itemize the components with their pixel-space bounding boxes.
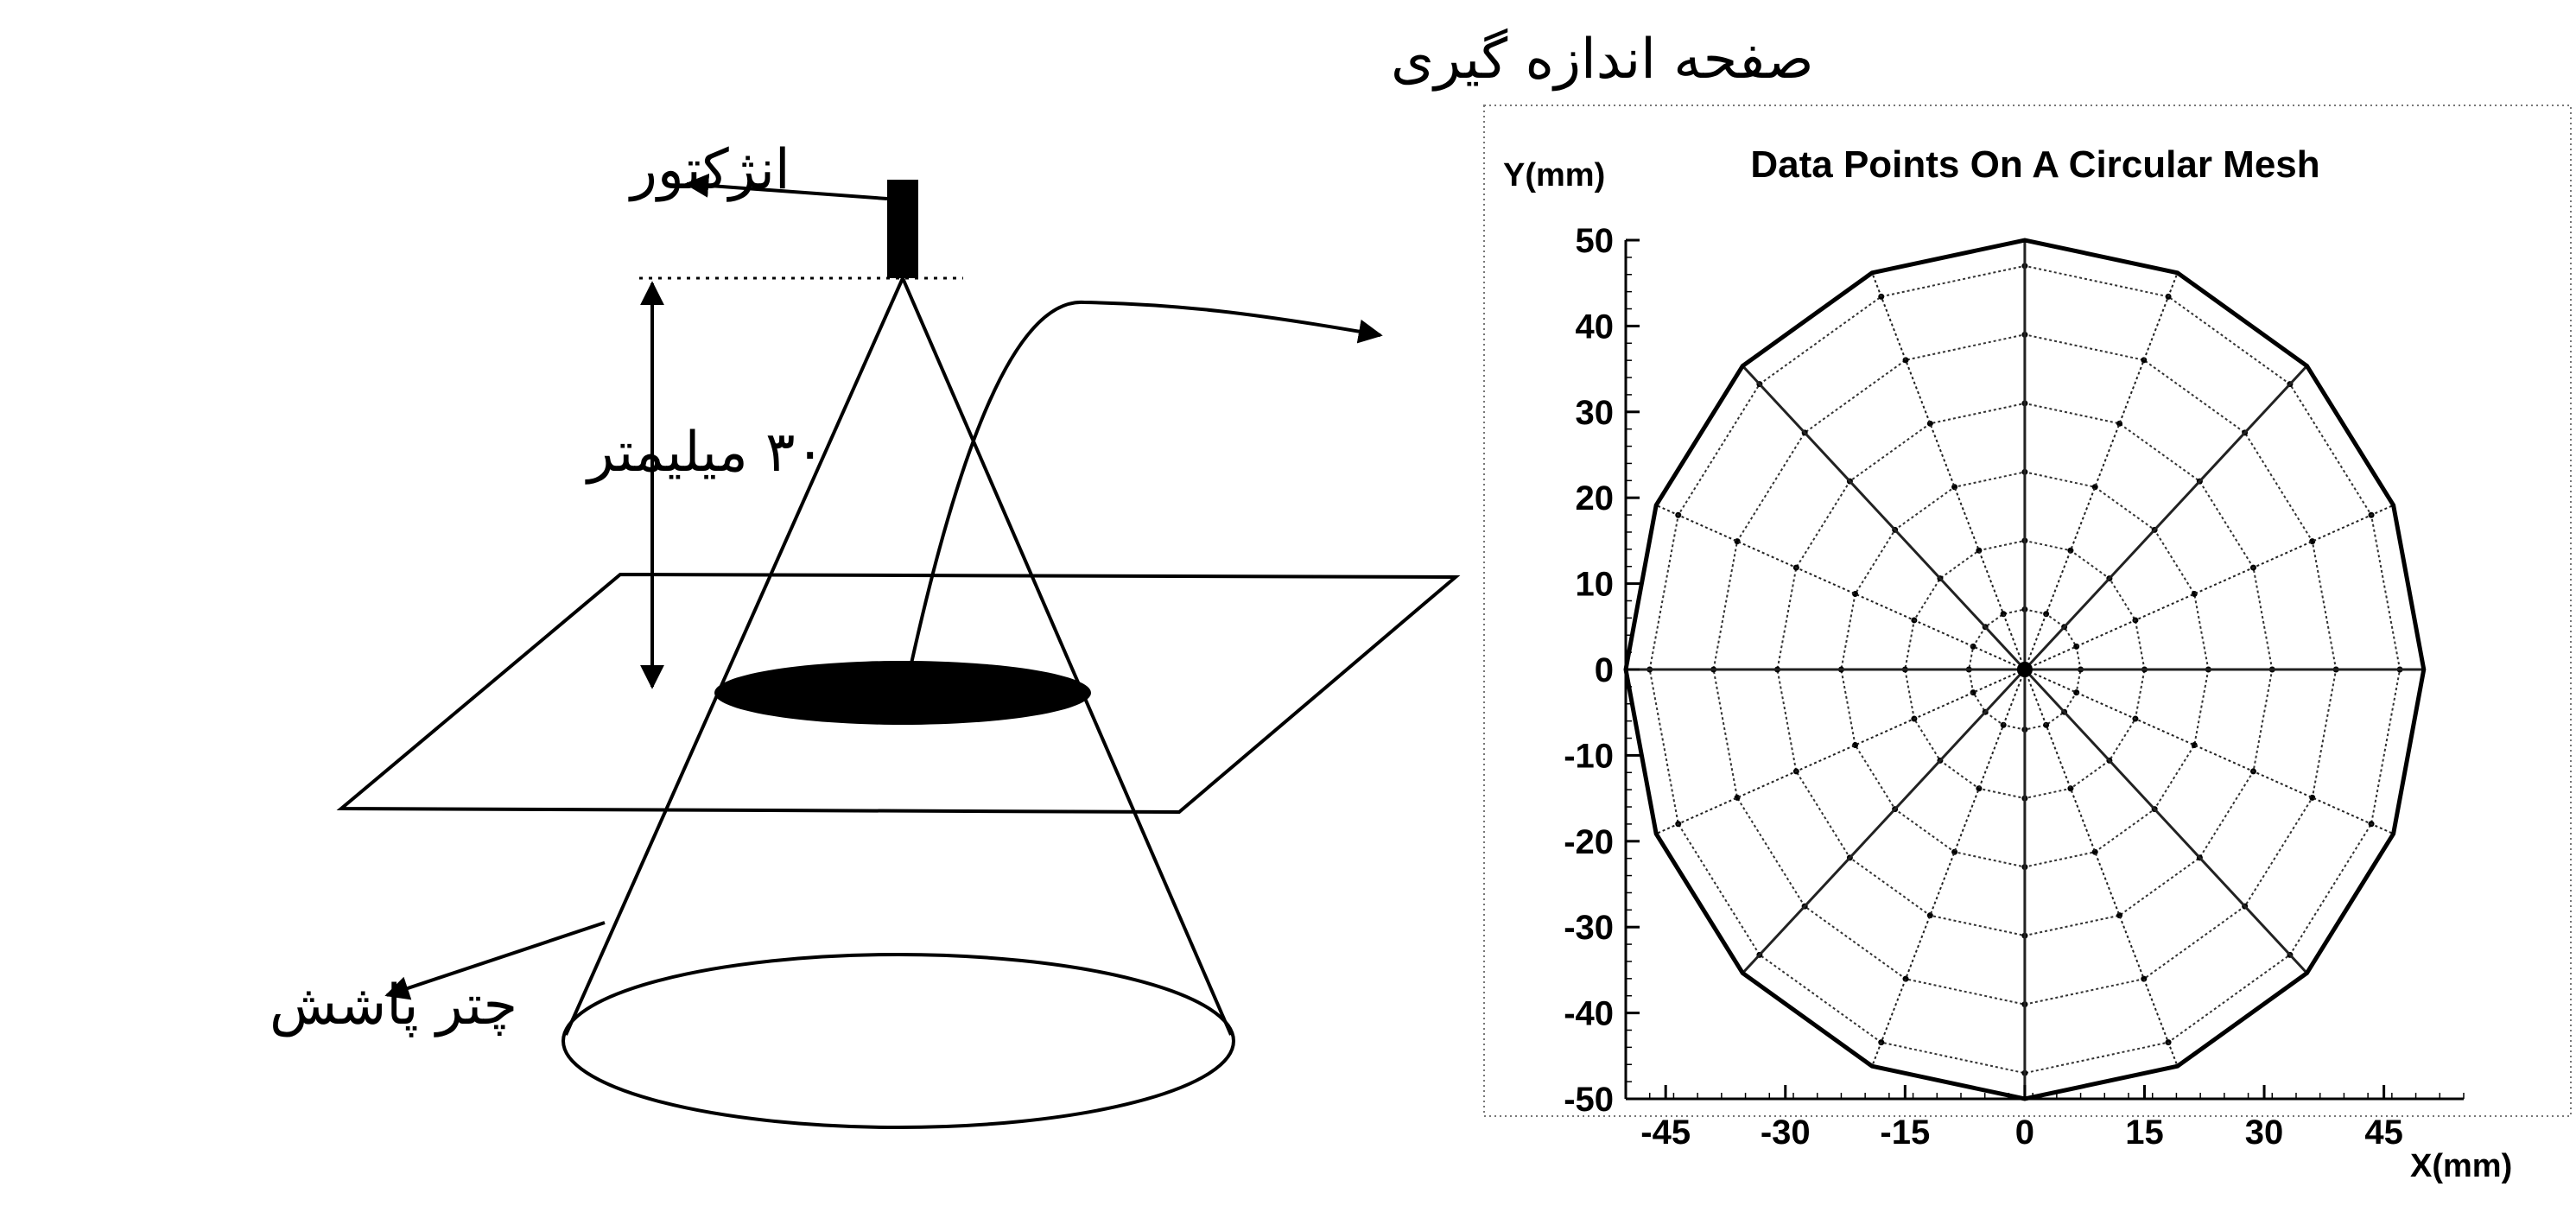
mesh-spoke-15 bbox=[2023, 668, 2308, 974]
mesh-spoke-10 bbox=[1655, 669, 2026, 835]
mesh-node bbox=[1951, 848, 1958, 855]
measurement-plane bbox=[336, 572, 1461, 815]
x-tick-label: 30 bbox=[2245, 1114, 2284, 1152]
mesh-layer bbox=[1623, 238, 2427, 1101]
mesh-spoke-8 bbox=[1655, 504, 2026, 670]
mesh-node bbox=[1926, 420, 1933, 427]
x-tick-label: 15 bbox=[2125, 1114, 2164, 1152]
y-tick-label: 20 bbox=[1576, 479, 1615, 517]
mesh-spoke-16 bbox=[2024, 669, 2395, 835]
y-tick-label: -20 bbox=[1564, 823, 1614, 861]
mesh-node bbox=[2091, 848, 2098, 855]
spray-cone-label: چتر پاشش bbox=[270, 974, 517, 1037]
mesh-node bbox=[2067, 547, 2074, 554]
mesh-spoke-12 bbox=[1871, 669, 2026, 1067]
y-tick-label: 40 bbox=[1576, 308, 1615, 346]
measurement-plane-label: صفحه اندازه گیری bbox=[1391, 28, 1814, 92]
mesh-node bbox=[1976, 547, 1983, 554]
x-tick-label: -30 bbox=[1761, 1114, 1811, 1152]
mesh-node bbox=[1902, 975, 1909, 982]
distance-label: ۳۰ میلیمتر bbox=[585, 421, 825, 485]
mesh-spoke-11 bbox=[1742, 668, 2027, 974]
axis-layer: 50 40 30 20 10 0 -10 -20 -30 -40 -50 -45 -30 -15 0 15 30… bbox=[1564, 222, 2465, 1152]
y-tick-label: 0 bbox=[1595, 651, 1614, 689]
x-tick-label: -15 bbox=[1880, 1114, 1930, 1152]
mesh-node bbox=[2067, 785, 2074, 792]
mesh-spoke-3 bbox=[2023, 365, 2308, 671]
y-axis-label: Y(mm) bbox=[1503, 157, 1605, 194]
mesh-node bbox=[1976, 785, 1983, 792]
mesh-node bbox=[1902, 357, 1909, 364]
mesh-node bbox=[2141, 975, 2148, 982]
mesh-ring-1 bbox=[1968, 608, 2082, 731]
y-tick-label: 10 bbox=[1576, 566, 1615, 604]
cone-right-edge bbox=[901, 277, 1233, 1036]
x-axis-label: X(mm) bbox=[2410, 1148, 2512, 1184]
injector-body bbox=[887, 180, 918, 278]
mesh-spoke-2 bbox=[2024, 504, 2395, 670]
cone-left-edge bbox=[564, 277, 904, 1036]
y-tick-label: -50 bbox=[1564, 1081, 1614, 1119]
x-tick-label: -45 bbox=[1640, 1114, 1691, 1152]
mesh-node bbox=[1926, 912, 1933, 919]
footprint-to-chart-arrow bbox=[910, 300, 1383, 664]
mesh-node bbox=[2116, 420, 2122, 427]
polar-mesh-chart: Data Points On A Circular Mesh Y(mm) X(m… bbox=[1483, 105, 2572, 1184]
mesh-ring-6 bbox=[1648, 264, 2402, 1075]
mesh-node bbox=[2116, 912, 2122, 919]
y-tick-label: -30 bbox=[1564, 909, 1614, 947]
spray-cone-arrow bbox=[384, 921, 606, 1000]
injector-arrow bbox=[684, 173, 888, 200]
mesh-ring-2 bbox=[1904, 539, 2146, 800]
spray-footprint bbox=[714, 661, 1091, 725]
mesh-node bbox=[2091, 484, 2098, 491]
y-tick-label: 30 bbox=[1576, 394, 1615, 432]
mesh-center-node bbox=[2016, 662, 2033, 677]
y-tick-label: -40 bbox=[1564, 995, 1614, 1033]
mesh-ring-5 bbox=[1712, 333, 2338, 1006]
x-tick-label: 45 bbox=[2364, 1114, 2403, 1152]
chart-title: Data Points On A Circular Mesh bbox=[1750, 143, 2319, 186]
mesh-node bbox=[2141, 357, 2148, 364]
y-tick-label: -10 bbox=[1564, 737, 1614, 775]
x-tick-label: 0 bbox=[2015, 1114, 2034, 1152]
cone-base bbox=[562, 953, 1235, 1129]
spray-diagram: صفحه اندازه گیری انژکتور ۳۰ میلیمتر چتر … bbox=[270, 28, 1814, 1129]
injector-label: انژکتور bbox=[628, 138, 790, 202]
mesh-spoke-6 bbox=[1871, 272, 2026, 670]
mesh-node bbox=[1951, 484, 1958, 491]
mesh-spoke-14 bbox=[2023, 669, 2179, 1067]
y-tick-label: 50 bbox=[1576, 222, 1615, 260]
mesh-spoke-7 bbox=[1742, 365, 2027, 671]
mesh-ring-4 bbox=[1776, 402, 2274, 937]
chart-frame bbox=[1483, 105, 2572, 1117]
mesh-spoke-4 bbox=[2023, 272, 2179, 670]
